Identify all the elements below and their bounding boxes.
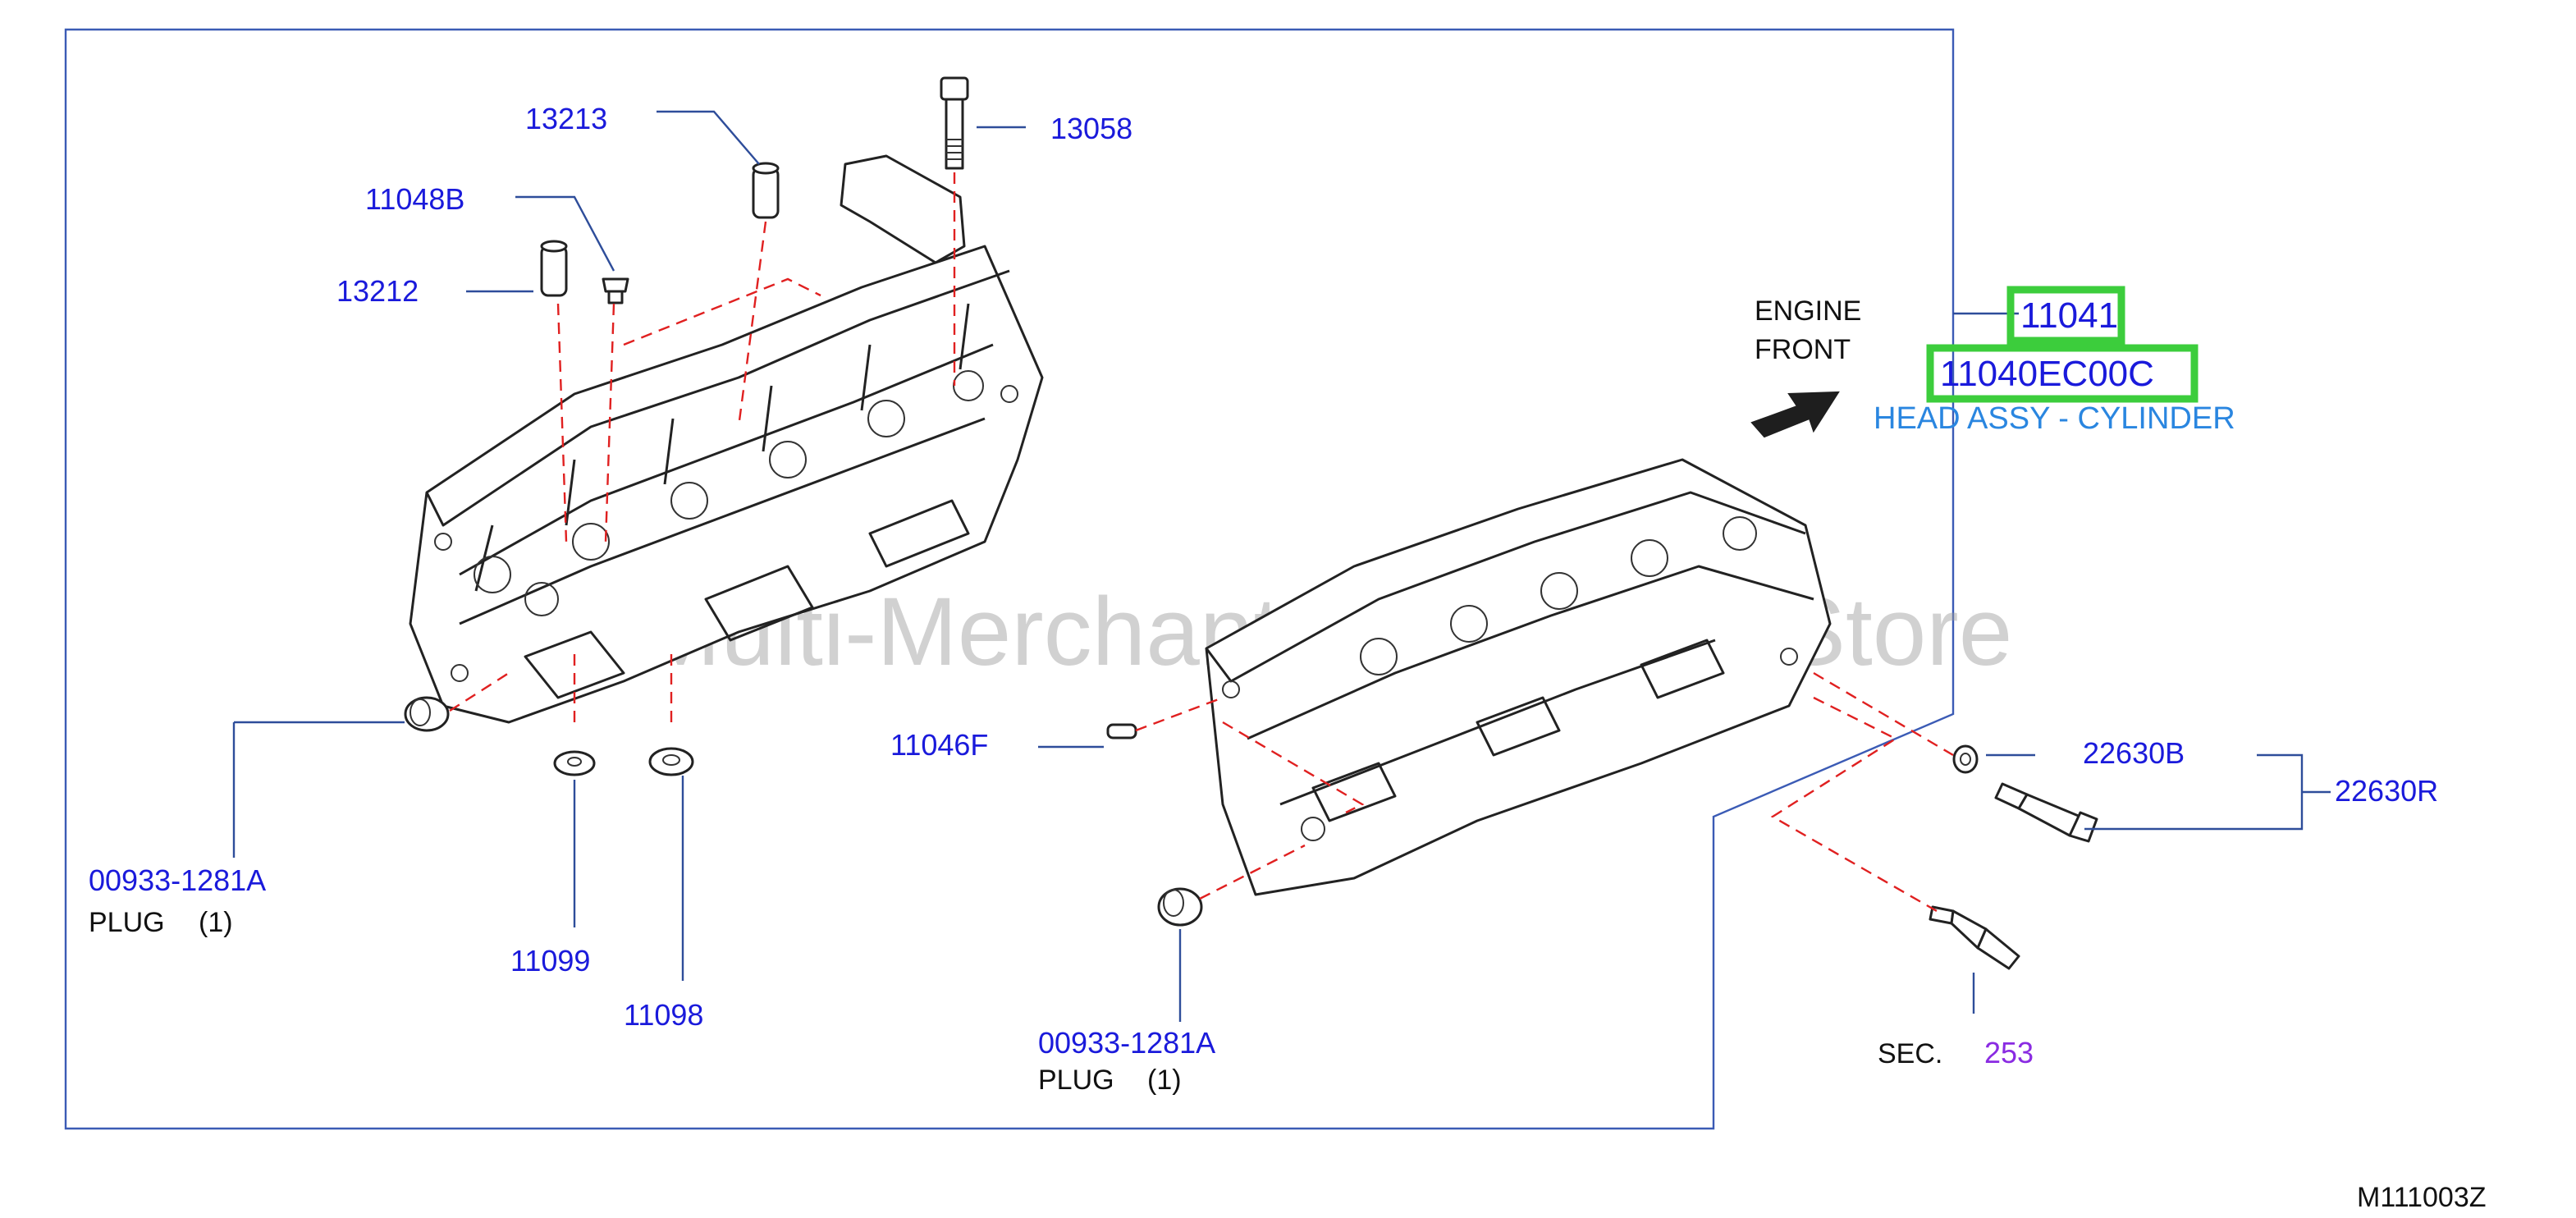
plug-left-label: PLUG <box>89 907 165 938</box>
highlight-box-11041 <box>2006 286 2125 345</box>
engine-front-line1: ENGINE <box>1755 295 1861 327</box>
part-11048B-link[interactable]: 11048B <box>365 182 464 216</box>
part-22630B-link[interactable]: 22630B <box>2083 736 2185 770</box>
engine-front-line2: FRONT <box>1755 334 1851 365</box>
highlight-box-part-code <box>1926 344 2199 403</box>
seal-11098 <box>648 747 694 776</box>
part-11046F-link[interactable]: 11046F <box>890 728 988 762</box>
plug-left-drawing <box>404 696 450 732</box>
part-plug-left-link[interactable]: 00933-1281A <box>89 863 266 897</box>
leader-lines <box>232 110 2331 1022</box>
part-13213-link[interactable]: 13213 <box>525 102 607 135</box>
diagram-frame <box>64 28 1955 1130</box>
cylinder-head-left-drawing <box>409 245 1044 724</box>
plug-center-qty: (1) <box>1147 1065 1182 1096</box>
part-11098-link[interactable]: 11098 <box>624 998 703 1032</box>
part-22630R-link[interactable]: 22630R <box>2335 774 2438 808</box>
dowel-pin-13212 <box>540 240 568 297</box>
engine-front-arrow <box>1750 391 1840 438</box>
diagram-code: M111003Z <box>2357 1182 2487 1213</box>
center-assembly-dash-lines <box>1135 671 1954 913</box>
left-assembly-dash-lines <box>449 172 956 722</box>
stud-11048B <box>602 277 629 304</box>
part-11041-link[interactable]: 11041 <box>2020 295 2118 336</box>
part-plug-center-link[interactable]: 00933-1281A <box>1038 1026 1215 1060</box>
washer-11099 <box>553 750 596 776</box>
part-13212-link[interactable]: 13212 <box>336 274 419 308</box>
dowel-pin-13213 <box>752 162 780 219</box>
bracket-cap <box>840 154 966 264</box>
sensor-sec-253 <box>1929 905 2020 970</box>
bolt-13058 <box>940 76 969 170</box>
sec-253-link[interactable]: 253 <box>1984 1036 2034 1069</box>
part-11099-link[interactable]: 11099 <box>510 944 590 978</box>
part-13058-link[interactable]: 13058 <box>1050 112 1132 145</box>
part-code-11040EC00C-link[interactable]: 11040EC00C <box>1940 354 2154 394</box>
plug-left-qty: (1) <box>199 907 233 938</box>
washer-22630B <box>1952 744 1979 774</box>
pin-11046F <box>1106 723 1137 740</box>
plug-center-drawing <box>1157 887 1203 927</box>
sensor-22630R <box>1994 782 2098 843</box>
plug-center-label: PLUG <box>1038 1065 1114 1096</box>
main-part-description: HEAD ASSY - CYLINDER <box>1874 401 2235 436</box>
cylinder-head-center-drawing <box>1205 458 1832 896</box>
sec-label: SEC. <box>1878 1038 1942 1069</box>
